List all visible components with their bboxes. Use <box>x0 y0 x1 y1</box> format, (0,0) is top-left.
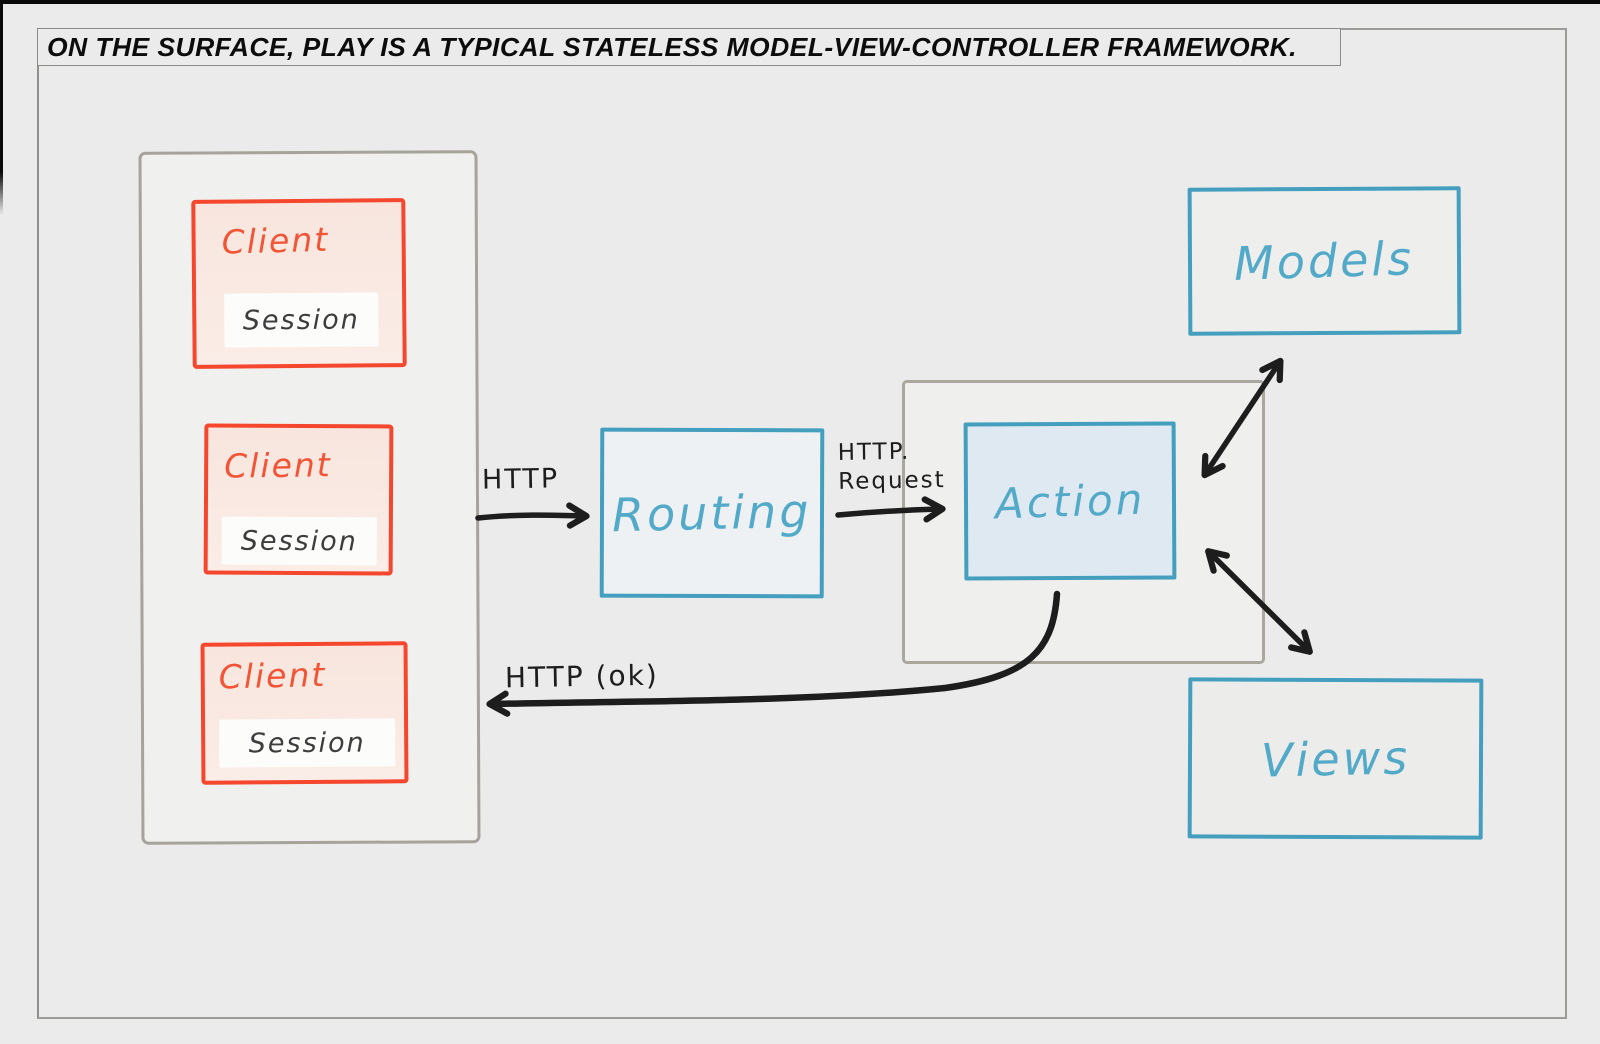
http-ok-label: HTTP (ok) <box>504 658 660 695</box>
routing-box: Routing <box>599 427 825 599</box>
client-label: Client <box>221 219 330 262</box>
session-label: Session <box>240 525 358 557</box>
client-card: Client Session <box>203 423 394 576</box>
routing-label: Routing <box>611 483 813 543</box>
title-box: ON THE SURFACE, PLAY IS A TYPICAL STATEL… <box>37 28 1341 66</box>
http-request-label: HTTP. Request <box>838 437 946 497</box>
session-box: Session <box>219 718 396 768</box>
http-request-label-line2: Request <box>838 467 946 495</box>
page-title: ON THE SURFACE, PLAY IS A TYPICAL STATEL… <box>47 31 1297 62</box>
client-label: Client <box>218 654 327 697</box>
models-box: Models <box>1187 186 1462 336</box>
session-label: Session <box>248 727 366 759</box>
http-request-label-line1: HTTP. <box>837 438 911 466</box>
views-box: Views <box>1187 677 1484 840</box>
action-label: Action <box>994 474 1146 528</box>
client-card: Client Session <box>191 198 407 369</box>
action-box: Action <box>963 421 1177 581</box>
views-label: Views <box>1260 729 1411 788</box>
models-label: Models <box>1233 231 1416 291</box>
window-top-edge <box>0 0 1600 4</box>
client-label: Client <box>223 445 332 486</box>
session-box: Session <box>224 292 379 348</box>
session-label: Session <box>242 303 360 336</box>
client-card: Client Session <box>200 641 409 785</box>
http-label: HTTP <box>481 463 560 496</box>
session-box: Session <box>221 516 377 566</box>
window-left-edge <box>0 0 3 215</box>
